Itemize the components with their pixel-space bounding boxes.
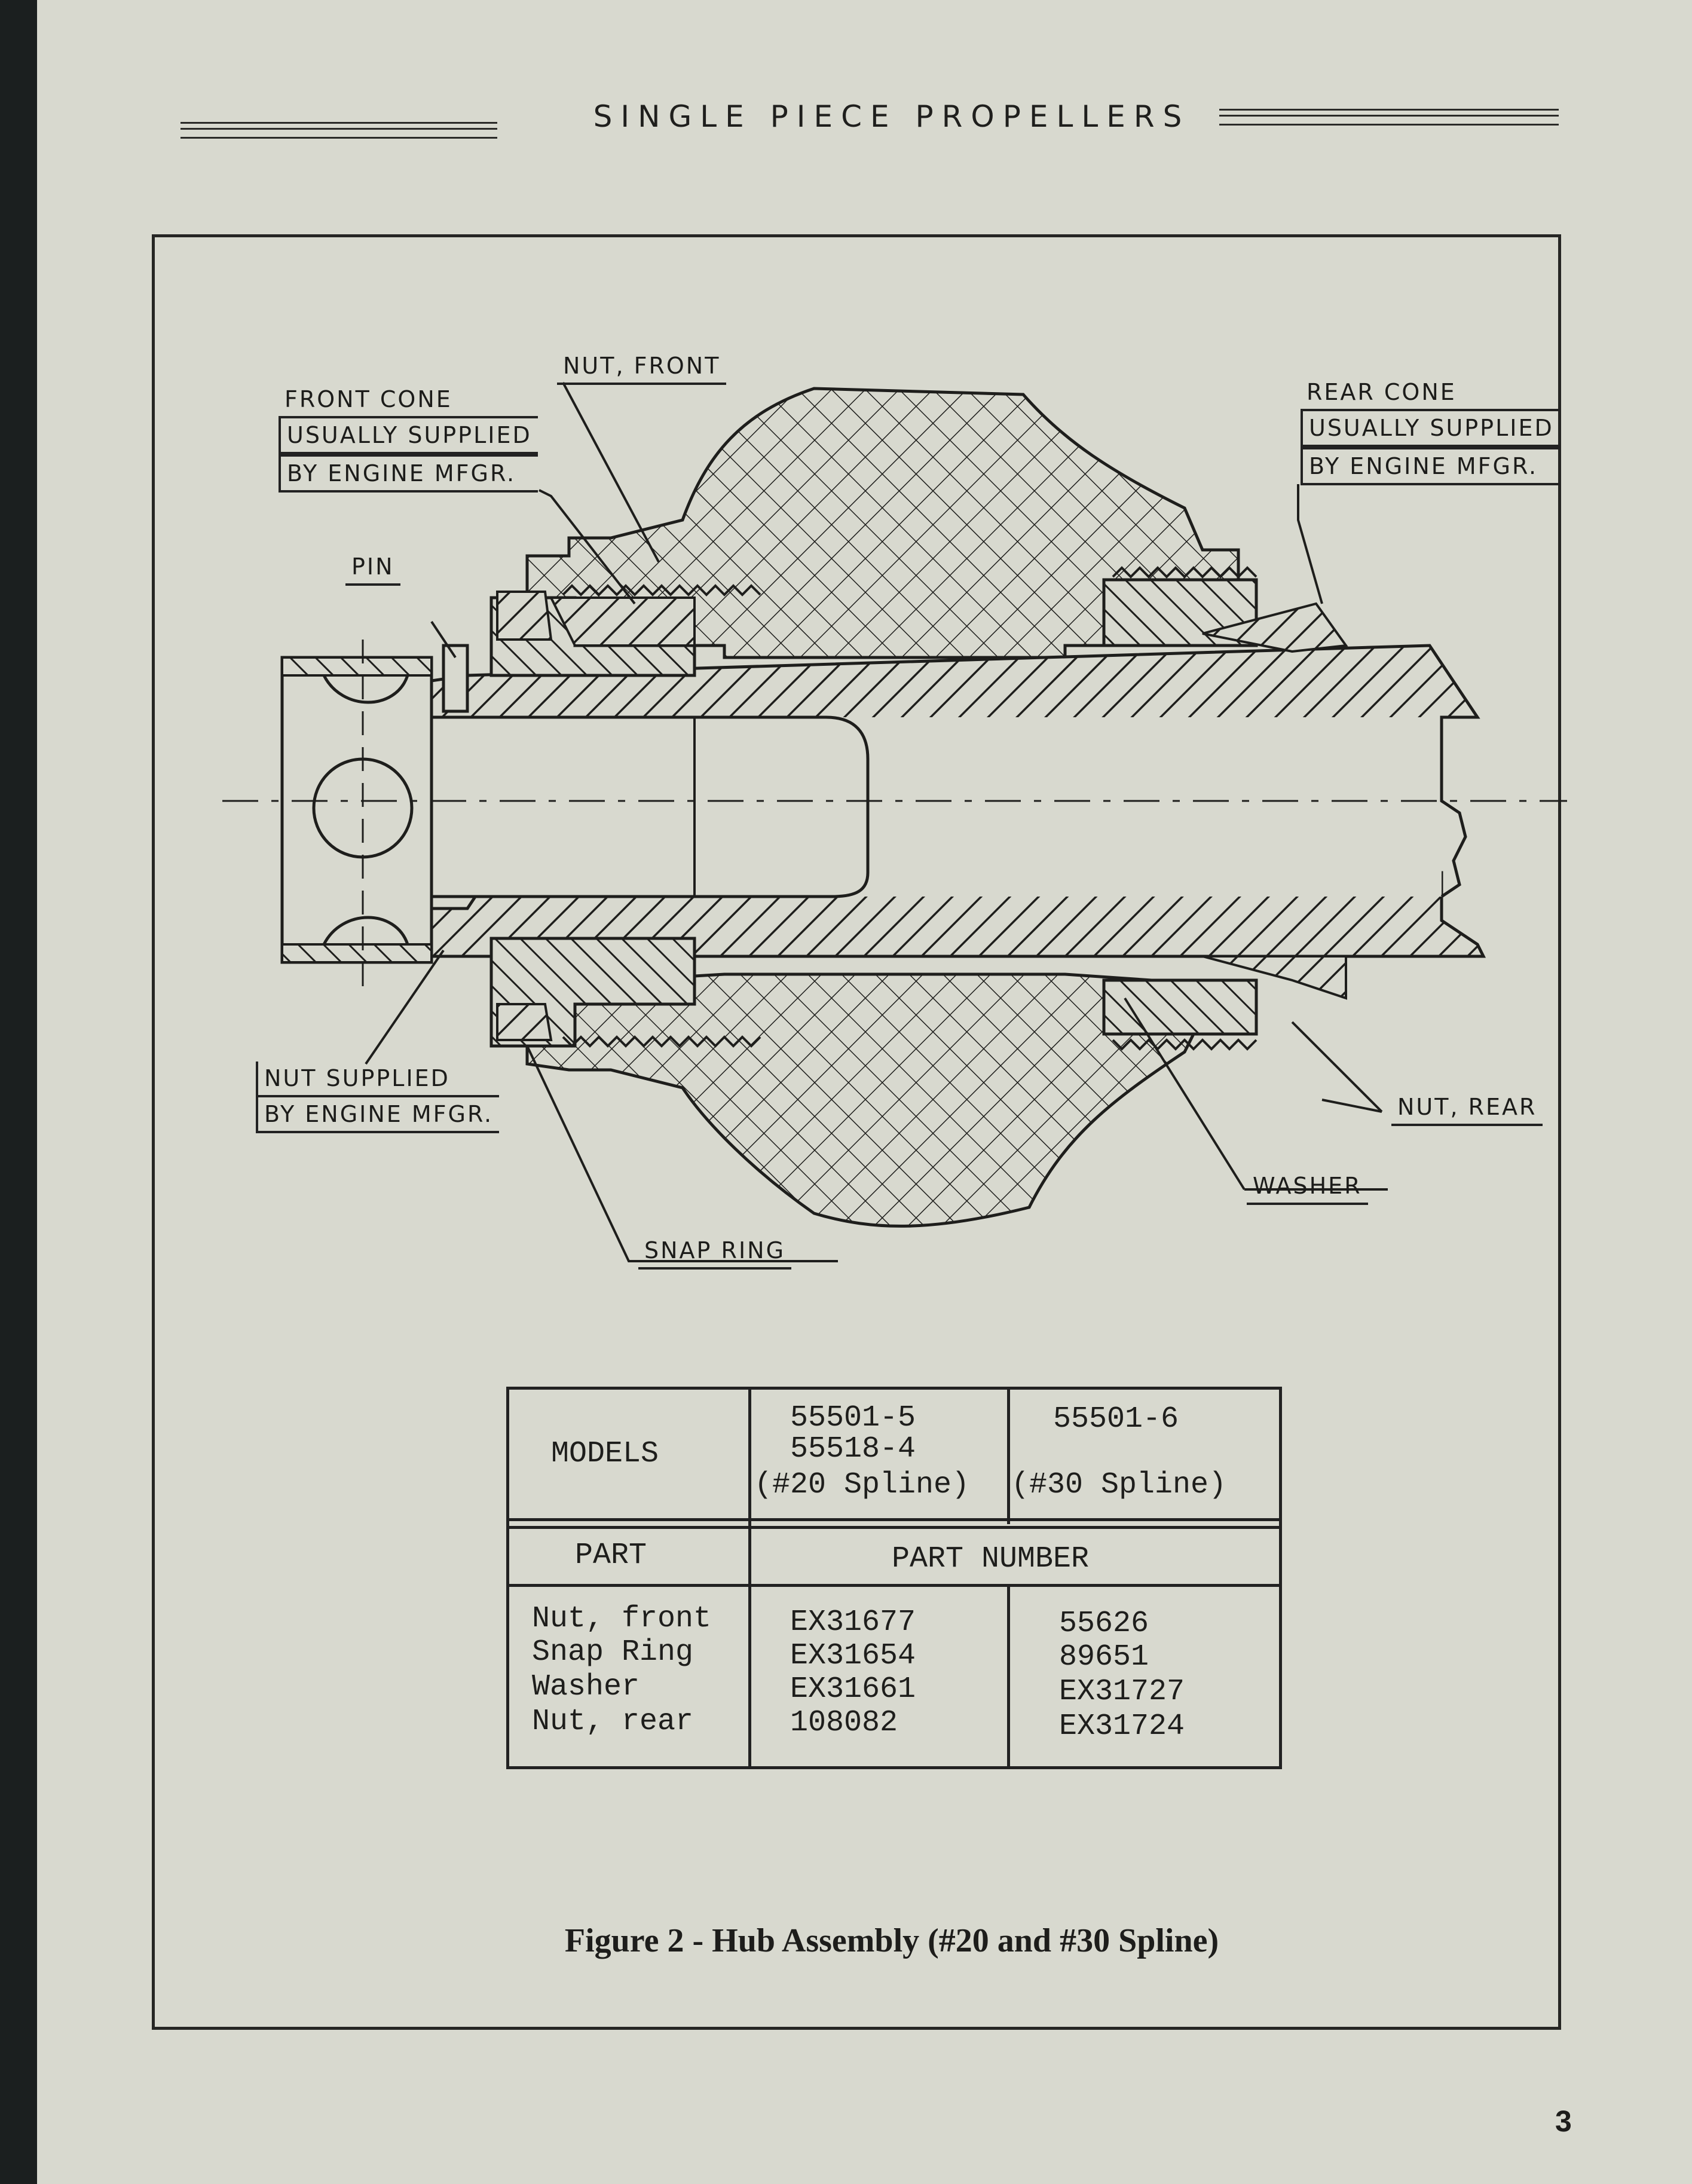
part-number-header: PART NUMBER [892, 1542, 1090, 1576]
hub-assembly-drawing [222, 382, 1567, 1262]
callout-front-cone: FRONT CONE USUALLY SUPPLIED BY ENGINE MF… [279, 383, 538, 493]
leader-lines [365, 382, 1388, 1262]
adapter-end [280, 656, 433, 964]
models-label: MODELS [551, 1437, 659, 1471]
part-number-b: EX31724 [1059, 1709, 1185, 1743]
model-a-line-1: 55501-5 [790, 1401, 916, 1435]
part-number-b: EX31727 [1059, 1675, 1185, 1709]
rear-nut-lower [1102, 978, 1258, 1036]
callout-pin: PIN [345, 550, 400, 586]
part-name: Snap Ring [532, 1635, 694, 1669]
callout-nut-rear: NUT, REAR [1391, 1090, 1543, 1126]
page-number: 3 [1555, 2105, 1572, 2138]
part-name: Nut, rear [532, 1705, 694, 1739]
part-number-a: EX31677 [790, 1605, 916, 1639]
part-number-b: 89651 [1059, 1640, 1149, 1674]
header-rule-right [1219, 109, 1559, 126]
document-page: SINGLE PIECE PROPELLERS [37, 0, 1692, 2184]
page-header-title: SINGLE PIECE PROPELLERS [593, 99, 1191, 134]
part-name: Washer [532, 1670, 640, 1704]
callout-nut-front: NUT, FRONT [557, 349, 727, 385]
header-rule-left [180, 122, 497, 139]
rear-cone-upper [1202, 602, 1348, 653]
front-cone-upper [549, 597, 696, 647]
hub-body-upper [525, 387, 1240, 659]
part-number-b: 55626 [1059, 1607, 1149, 1641]
figure-frame [152, 234, 1561, 2030]
model-a-line-3: (#20 Spline) [754, 1468, 970, 1502]
callout-rear-cone: REAR CONE USUALLY SUPPLIED BY ENGINE MFG… [1301, 375, 1560, 485]
callout-washer: WASHER [1247, 1169, 1368, 1205]
model-b-line-1: 55501-6 [1053, 1402, 1179, 1436]
model-a-line-2: 55518-4 [790, 1432, 916, 1466]
part-number-a: EX31661 [790, 1672, 916, 1706]
part-number-a: 108082 [790, 1706, 898, 1740]
part-header: PART [575, 1538, 647, 1573]
parts-table: MODELS 55501-5 55518-4 (#20 Spline) 5550… [506, 1387, 1282, 1769]
figure-caption: Figure 2 - Hub Assembly (#20 and #30 Spl… [564, 1922, 1219, 1959]
callout-nut-supplied: NUT SUPPLIED BY ENGINE MFGR. [256, 1062, 500, 1133]
model-b-line-2: (#30 Spline) [1011, 1468, 1227, 1502]
callout-snap-ring: SNAP RING [638, 1234, 792, 1270]
rear-cone-lower [1202, 955, 1347, 1000]
part-number-a: EX31654 [790, 1639, 916, 1673]
part-name: Nut, front [532, 1602, 712, 1636]
